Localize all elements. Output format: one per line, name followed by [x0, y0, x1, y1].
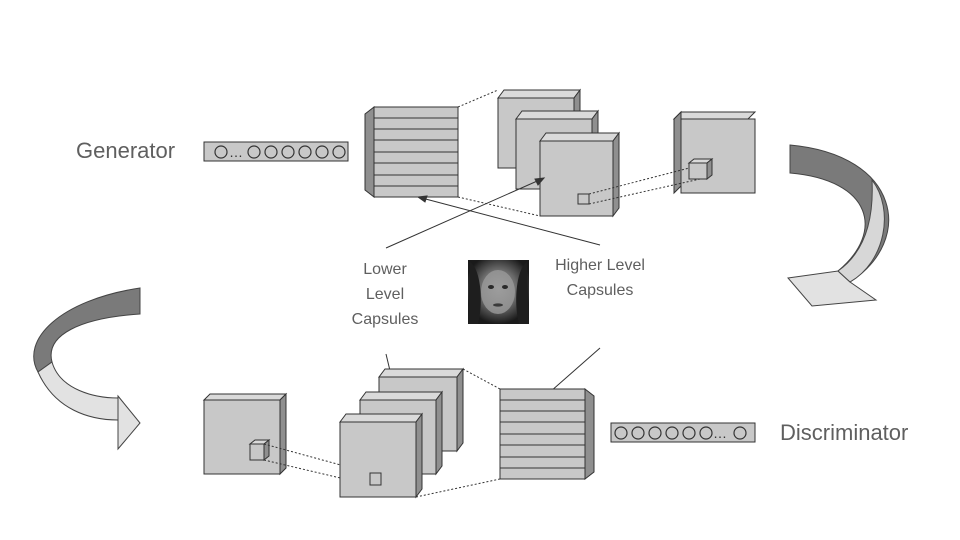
svg-text:…: … — [713, 425, 727, 441]
discriminator-connectors-2 — [415, 368, 501, 498]
right-curved-arrow — [787, 144, 890, 307]
discriminator-label: Discriminator — [780, 420, 909, 445]
generator-capsule-stack — [364, 105, 459, 199]
lower-level-capsules-label: Lower Level Capsules — [330, 257, 440, 332]
lower-line-2: Level — [365, 286, 405, 303]
cube-front — [539, 131, 620, 218]
discriminator-input-cube — [202, 392, 288, 476]
discriminator-output-vector: … — [610, 422, 756, 443]
discriminator-feature-maps — [339, 367, 464, 499]
generator-connectors-1 — [457, 89, 541, 217]
higher-line-2: Capsules — [566, 282, 634, 299]
face-icon — [468, 260, 529, 324]
discriminator-capsule-stack — [499, 387, 595, 481]
generator-noise-vector: … — [203, 141, 349, 162]
cube-front — [339, 412, 423, 499]
lower-line-1: Lower — [363, 261, 407, 278]
higher-line-1: Higher Level — [555, 257, 645, 274]
generator-connectors-2 — [588, 167, 701, 205]
higher-level-capsules-label: Higher Level Capsules — [540, 253, 660, 303]
generator-output-cube — [672, 110, 757, 195]
generator-label: Generator — [76, 138, 176, 163]
generator-feature-maps — [497, 88, 620, 218]
lower-line-3: Capsules — [351, 311, 419, 328]
left-curved-arrow — [33, 287, 141, 451]
svg-text:…: … — [229, 144, 243, 160]
